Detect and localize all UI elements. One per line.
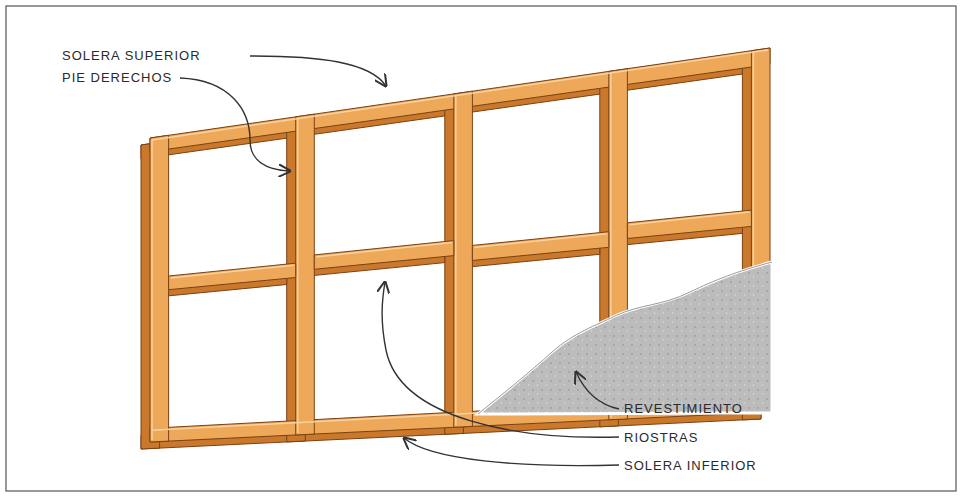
sheathing-panel (478, 262, 772, 414)
wood-member (454, 91, 473, 427)
wood-member (296, 114, 315, 435)
wood-member (169, 263, 296, 290)
brace-label: RIOSTRAS (624, 430, 698, 445)
sheathing-label: REVESTIMIENTO (624, 401, 743, 416)
wood-highlight (152, 50, 768, 140)
leader-line (404, 438, 619, 466)
wood-highlight (316, 243, 452, 257)
wood-highlight (152, 398, 768, 431)
leader-lines (180, 56, 619, 466)
wood-member (472, 232, 608, 261)
wood-member (627, 210, 751, 238)
plate-label: SOLERA INFERIOR (624, 458, 757, 473)
sheathing-edge (478, 262, 772, 414)
wood-highlight (171, 265, 294, 278)
leader-line (250, 56, 386, 86)
wood-highlight (297, 119, 299, 433)
leader-line (382, 282, 619, 437)
wood-highlight (474, 234, 606, 248)
wood-member (314, 241, 454, 270)
wood-highlight (629, 212, 749, 225)
leader-line (180, 78, 290, 171)
picture-border (6, 6, 956, 491)
wood-highlight (455, 96, 457, 425)
plate-label: SOLERA SUPERIOR (62, 48, 201, 63)
stud-label: PIE DERECHOS (62, 70, 172, 85)
wood-member (150, 135, 169, 442)
leader-line (576, 372, 619, 409)
wood-highlight (151, 140, 153, 440)
